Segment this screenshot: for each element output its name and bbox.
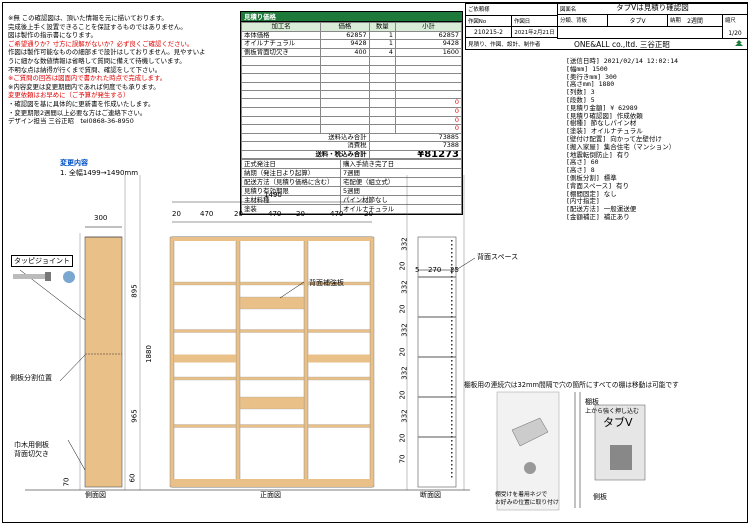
spec-line: [側板分割] 標準 [566,173,617,182]
note-line: うに細かな数値情報は省略して質問に備えて待機しています。 [8,56,186,65]
note-line: デザイン担当 三谷正昭 tel0868-36-8950 [8,117,134,126]
note-line: ご希望通りか？寸方に誤解がないか？必ず良くご確認ください。 [8,39,194,48]
change-note: 変更内容 1. 全幅1499→1490mm [60,159,139,177]
title-block: ご依頼様 図面名 タブVは見積り確認図 分類、背板 タブV 納期 2週間 縮尺 … [465,3,748,50]
column-width-dim: 20 [296,210,305,218]
side-height-dim: 70 [62,477,71,487]
spec-line: [樹種] 節なしパイン材 [566,119,637,128]
section-height-dim: 332 [400,409,409,423]
total-row: 送料・税込み合計 ¥81273 [241,149,463,160]
section-width-dim: 25 [450,266,459,274]
note-line: 図は製作の指示書になります。 [8,31,97,40]
tabbyjoint-label: タッピジョイント [11,255,73,267]
company-name: ONE&ALL co.,ltd. 三谷正昭 [574,40,670,49]
front-view-caption: 正面図 [260,491,281,499]
spec-line: [内寸指定] [566,197,600,206]
shelf-note: 棚板用の連続穴は32mm間隔で穴の箇所にすべての棚は移動は可能です [464,381,679,389]
section-height-dim: 20 [398,304,407,313]
section-width-dim: 5 [415,266,420,274]
section-height-dim: 332 [400,366,409,380]
note-line: 不明な点は納得が行くまで質問、確認をして下さい。 [8,65,162,74]
note-line: 完成後上手く設置できることを保証するものではありません。 [8,22,187,31]
tabv-label: タブV [603,416,633,429]
spec-line: [壁付け配置] 向かって左壁付け [566,134,662,143]
section-height-dim: 20 [398,433,407,442]
side-view [79,175,126,490]
section-height-dim: 20 [398,390,407,399]
shelf-photo [496,391,560,511]
section-height-dim: 332 [400,280,409,294]
section-height-dim: 70 [398,454,407,464]
front-view [169,201,375,488]
note-line: ※無 この確認図は、頂いた情報を元に描いております。 [8,14,168,22]
note-line: ・変更期限2週間以上必要な方はご連絡下さい。 [8,108,147,117]
estimate-title: 見積り価格 [241,12,462,22]
spec-line: [段数] 5 [566,95,595,104]
side-height-dim: 965 [130,409,139,423]
side-split-label: 側板分割位置 [10,374,52,382]
spec-line: [列数] 3 [566,88,595,97]
spec-line: [見積り確認図] 作成依頼 [566,111,643,120]
note-line: ※ご質問の回答は図面内で書かれた時点で完成します。 [8,74,167,83]
side-height-dim: 895 [130,284,139,298]
column-width-dim: 470 [330,210,344,218]
spec-line: [棚間固定] なし [566,189,617,198]
section-height-dim: 20 [398,261,407,270]
section-height-dim: 332 [400,323,409,337]
spec-line: [金額補正] 補正あり [566,212,630,221]
note-line: ※内容変更は変更期間内であれば何度でも承ります。 [8,82,160,91]
estimate-row [240,89,463,100]
section-view [406,175,465,490]
spec-line: [高さmm] 1880 [566,80,615,89]
column-width-dim: 470 [200,210,214,218]
back-rib-label: 背面補強板 [309,279,344,287]
column-width-dim: 470 [268,210,282,218]
note-line: 作図は製作可能なものの細部まで設計はしておりません。見やすいよ [8,48,206,57]
column-width-dim: 20 [234,210,243,218]
spec-line: [奥行きmm] 300 [566,72,617,81]
baseboard-label: 巾木用側板 [14,441,49,449]
section-height-dim: 20 [398,347,407,356]
tabbyjoint-icon [13,271,75,283]
company-logo-icon [735,40,743,46]
spec-line: [背面スペース] 有り [566,181,629,190]
side-height-dim: 1880 [144,345,153,363]
spec-line: [幅mm] 1500 [566,64,608,73]
note-line: 変更依頼はお早めに（ご予算が発生する） [8,91,130,100]
spec-list: [送信日時] 2021/02/14 12:02:14[幅mm] 1500[奥行き… [566,57,716,222]
column-width-dim: 20 [172,210,181,218]
spec-line: [送信日時] 2021/02/14 12:02:14 [566,57,679,65]
section-view-caption: 断面図 [420,491,441,499]
column-width-dim: 20 [364,210,373,218]
order-info-table: 正式発注日購入手続き完了日納期（発注日より起算）7週間配送方法（見積り価格に含む… [241,159,462,215]
side-view-caption: 側面図 [85,491,106,499]
spec-line: [高さ] 8 [566,166,595,175]
spec-line: [地震転倒防止] 有り [566,150,630,159]
sideboard-label: 側板 [593,493,607,501]
spec-line: [見積り金額] ¥ 62989 [566,103,638,112]
baseboard-cut-label: 背面切欠き [14,450,49,458]
spec-line: [塗装] オイルナチュラル [566,127,643,136]
section-height-dim: 332 [400,237,409,251]
notes-block: ※無 この確認図は、頂いた情報を元に描いております。完成後上手く設置できることを… [8,14,236,126]
shelf-label: 棚板 [585,398,599,406]
section-width-dim: 270 [428,266,442,274]
spec-line: [配送方法] 一般運送便 [566,205,637,214]
note-line: ・確認図を基に具体的に更新書を作成いたします。 [8,99,155,108]
front-width-dim: 1490 [264,191,282,199]
back-space-label: 背面スペース [477,253,519,261]
side-height-dim: 60 [128,473,137,483]
order-info-row: 塗装オイルナチュラル [241,204,462,215]
drawing-name: タブVは見積り確認図 [616,3,689,12]
spec-line: [高さ] 60 [566,158,599,167]
spec-line: [搬入家屋] 集合住宅（マンション） [566,142,676,151]
